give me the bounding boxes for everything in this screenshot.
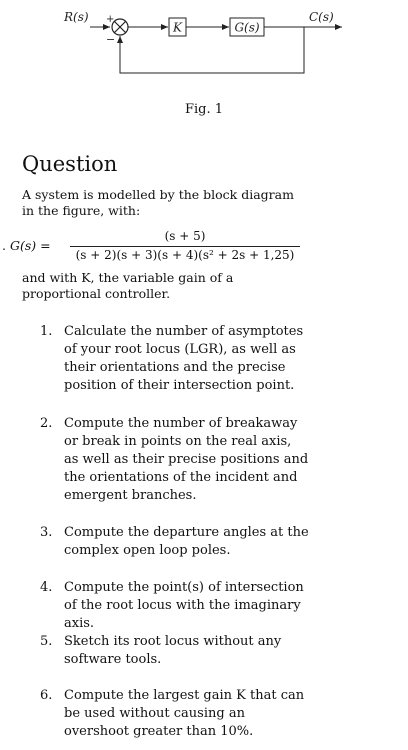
task-number: 2.	[40, 416, 53, 431]
transfer-function-equation: . G(s) = (s + 5) (s + 2)(s + 3)(s + 4)(s…	[2, 229, 302, 263]
task-number: 4.	[40, 580, 53, 595]
gain-block-label: K	[172, 21, 183, 35]
equation-lead: .	[2, 238, 6, 253]
equation-numerator: (s + 5)	[164, 229, 206, 243]
feedback-path	[117, 27, 305, 74]
equation-lhs: . G(s) =	[2, 238, 51, 253]
task-number: 6.	[40, 688, 53, 703]
task-text: Compute the departure angles at the comp…	[64, 525, 309, 558]
plant-block-label: G(s)	[234, 21, 259, 35]
task-number: 3.	[40, 525, 53, 540]
question-title: Question	[22, 152, 118, 176]
task-text: Compute the number of breakaway or break…	[64, 416, 309, 503]
question-intro: A system is modelled by the block diagra…	[22, 187, 294, 218]
plus-sign: +	[106, 14, 114, 25]
question-after-text: and with K, the variable gain of a propo…	[22, 270, 234, 301]
figure-caption: Fig. 1	[184, 102, 224, 117]
equation-denominator: (s + 2)(s + 3)(s + 4)(s² + 2s + 1,25)	[75, 248, 295, 262]
minus-sign: −	[106, 33, 115, 46]
input-label: R(s)	[63, 10, 89, 24]
task-text: Compute the largest gain K that can be u…	[64, 688, 305, 739]
output-label: C(s)	[309, 10, 334, 24]
task-text: Sketch its root locus without any softwa…	[64, 634, 282, 667]
task-text: Calculate the number of asymptotes of yo…	[64, 324, 304, 393]
task-number: 5.	[40, 634, 53, 649]
fraction-bar	[70, 246, 300, 247]
equation-lhs-text: G(s) =	[9, 238, 51, 253]
task-number: 1.	[40, 324, 53, 339]
block-diagram: R(s) C(s) + − K G(s)	[63, 10, 342, 74]
task-text: Compute the point(s) of intersection of …	[64, 580, 304, 631]
